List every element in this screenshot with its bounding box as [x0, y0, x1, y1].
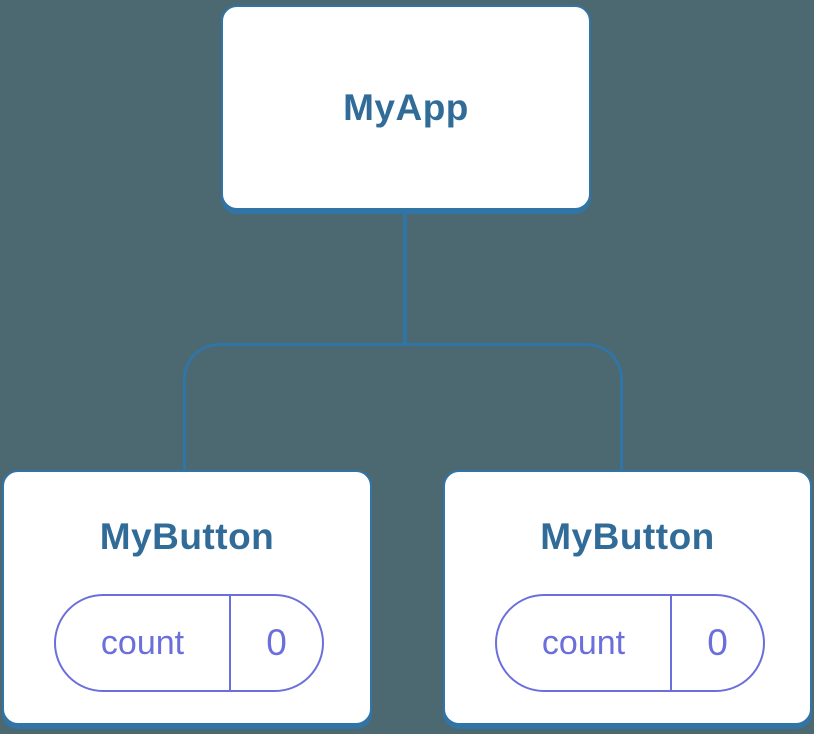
state-value: 0 — [670, 596, 763, 690]
connector-stem — [403, 210, 407, 346]
state-pill-right: count 0 — [495, 594, 765, 692]
state-name: count — [541, 623, 626, 662]
node-mybutton-left: MyButton count 0 — [2, 470, 372, 725]
node-myapp-label: MyApp — [343, 86, 469, 128]
state-value: 0 — [229, 596, 322, 690]
connector-bracket — [183, 343, 623, 471]
node-myapp: MyApp — [221, 5, 591, 210]
state-name: count — [100, 623, 185, 662]
state-pill-left: count 0 — [54, 594, 324, 692]
node-mybutton-left-label: MyButton — [99, 516, 275, 557]
node-mybutton-right: MyButton count 0 — [443, 470, 812, 725]
node-mybutton-right-label: MyButton — [540, 516, 715, 557]
